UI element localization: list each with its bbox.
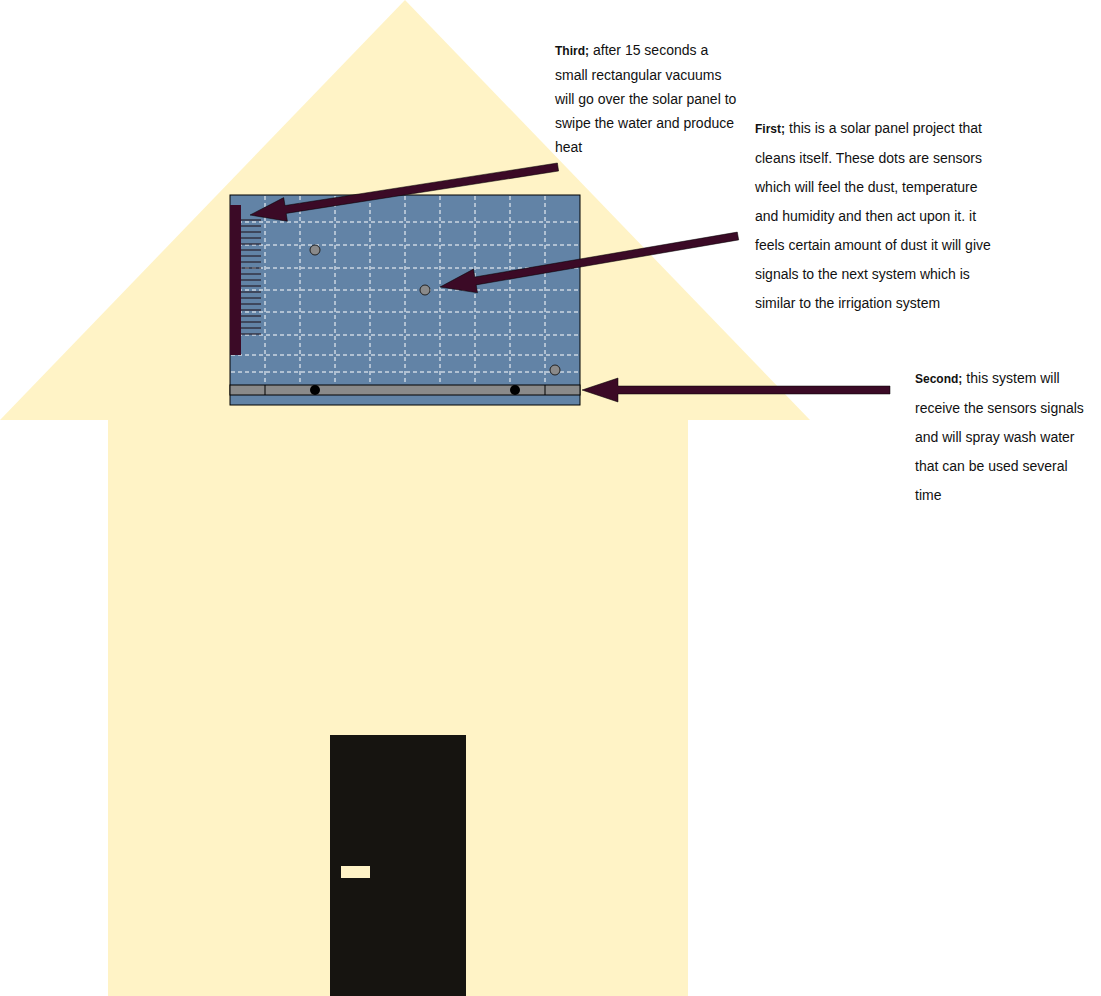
vacuum-bristles (240, 220, 261, 334)
sensor-dot (420, 285, 430, 295)
spray-bar-divider (265, 385, 266, 395)
leader-arrow (250, 163, 559, 221)
leader-arrow (440, 232, 739, 293)
callout-note: First;this is a solar panel project that… (755, 114, 991, 318)
bristle (240, 292, 261, 293)
sensor-dot (550, 365, 560, 375)
grid-line (265, 196, 266, 384)
grid-line (370, 196, 371, 384)
bristle (240, 250, 261, 251)
bristle (240, 262, 261, 263)
spray-nozzle (510, 385, 520, 395)
grid-line (545, 196, 546, 384)
solar-panel (230, 195, 580, 405)
sensor-dot (310, 245, 320, 255)
grid-line (231, 222, 579, 223)
spray-bar (230, 385, 580, 395)
bristle (240, 268, 261, 269)
leader-arrow (582, 378, 890, 402)
bristle (240, 328, 261, 329)
grid-line (231, 245, 579, 246)
step-heading: First; (755, 122, 785, 136)
grid-line (231, 355, 579, 356)
bristle (240, 280, 261, 281)
door-handle (341, 866, 370, 878)
bristle (240, 304, 261, 305)
grid-line (440, 196, 441, 384)
grid-line (300, 196, 301, 384)
bristle (240, 256, 261, 257)
callout-note: Second;this system will receive the sens… (915, 364, 1095, 510)
grid-line (231, 290, 579, 291)
step-text: after 15 seconds a small rectangular vac… (555, 42, 736, 155)
leader-arrows (250, 163, 890, 402)
house-door (330, 735, 466, 996)
step-text: this is a solar panel project that clean… (755, 120, 991, 311)
bristle (240, 226, 261, 227)
callout-note: Third;after 15 seconds a small rectangul… (555, 38, 741, 159)
grid-line (231, 372, 579, 373)
step-heading: Third; (555, 44, 589, 58)
bristle (240, 238, 261, 239)
bristle (240, 244, 261, 245)
grid-line (405, 196, 406, 384)
bristle (240, 220, 261, 221)
bristle (240, 298, 261, 299)
spray-nozzle (310, 385, 320, 395)
spray-bar-divider (545, 385, 546, 395)
bristle (240, 334, 261, 335)
step-heading: Second; (915, 372, 962, 386)
bristle (240, 310, 261, 311)
grid-line (231, 312, 579, 313)
house-roof (0, 0, 810, 420)
grid-line (510, 196, 511, 384)
bristle (240, 274, 261, 275)
bristle (240, 286, 261, 287)
vacuum-bar (230, 205, 241, 355)
bristle (240, 322, 261, 323)
step-text: this system will receive the sensors sig… (915, 370, 1084, 503)
bristle (240, 232, 261, 233)
grid-line (231, 335, 579, 336)
grid-line (335, 196, 336, 384)
panel-grid (231, 196, 579, 384)
bristle (240, 316, 261, 317)
house-wall (108, 419, 688, 996)
